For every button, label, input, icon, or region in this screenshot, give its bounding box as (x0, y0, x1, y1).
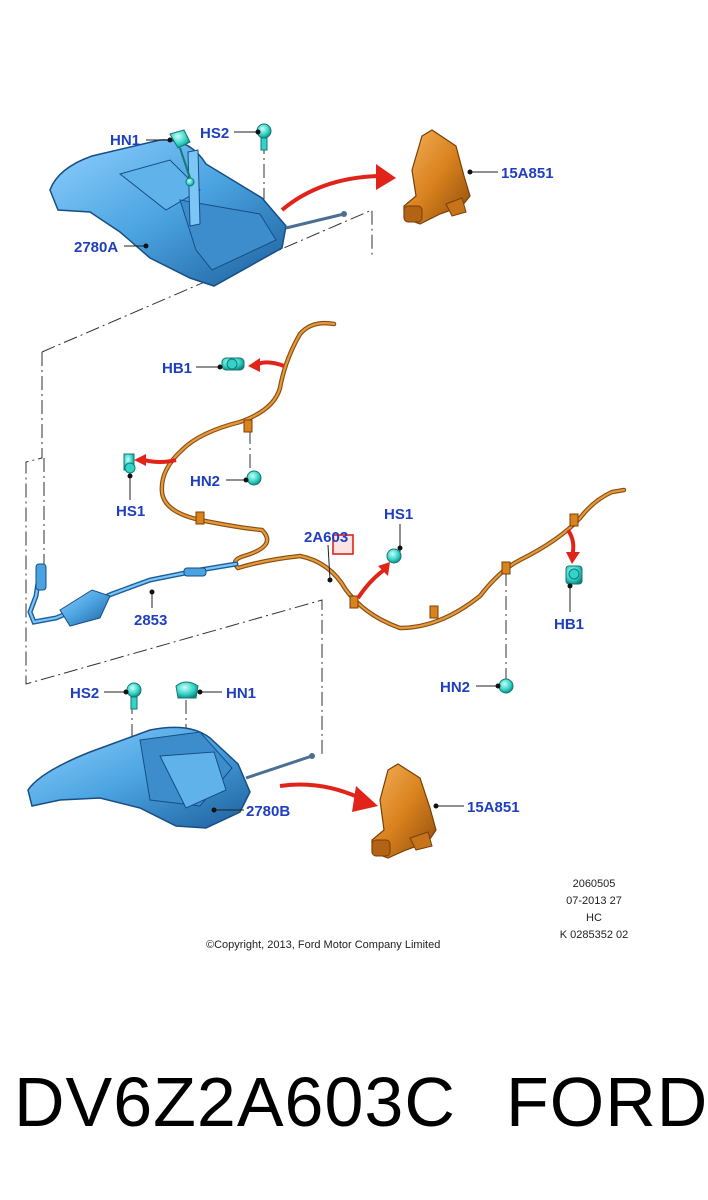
label-hn2-mid: HN2 (190, 473, 220, 490)
label-15a851-top: 15A851 (501, 165, 554, 182)
red-arrow-hs1-left (134, 454, 177, 466)
label-hn1-top: HN1 (110, 132, 140, 149)
red-arrow-top (280, 164, 396, 212)
label-hs2-top: HS2 (200, 125, 229, 142)
label-2853: 2853 (134, 612, 167, 629)
label-hn1-bottom: HN1 (226, 685, 256, 702)
fastener-hb1-right (565, 565, 583, 585)
red-arrow-bottom (279, 782, 378, 812)
label-2780a: 2780A (74, 239, 118, 256)
brand-caption: FORD (506, 1063, 708, 1141)
reference-line-4: K 0285352 02 (560, 929, 629, 941)
reference-line-2: 07-2013 27 (566, 895, 622, 907)
fastener-hs2-top (256, 123, 272, 151)
highlight-box (332, 534, 354, 555)
parking-brake-lever-2780a (49, 139, 347, 287)
copyright-notice: ©Copyright, 2013, Ford Motor Company Lim… (206, 939, 440, 951)
fastener-hs1-right (386, 548, 402, 564)
brake-cable-2853 (27, 561, 239, 627)
label-hb1-left: HB1 (162, 360, 192, 377)
label-hs2-bottom: HS2 (70, 685, 99, 702)
fastener-hs2-bottom (126, 682, 142, 710)
label-hs1-left: HS1 (116, 503, 145, 520)
part-number-caption: DV6Z2A603C (14, 1063, 456, 1141)
fastener-hs1-left (123, 453, 136, 474)
fastener-hb1-left (221, 357, 245, 371)
fastener-hn1-bottom (175, 681, 199, 699)
red-arrow-hb1-left (248, 358, 285, 372)
label-hn2-right: HN2 (440, 679, 470, 696)
reference-line-3: HC (586, 912, 602, 924)
leader-lines (104, 129, 573, 813)
brake-cable-2a603 (159, 320, 627, 631)
red-arrow-hs1-right (356, 562, 390, 600)
reference-line-1: 2060505 (573, 878, 616, 890)
label-2a603: 2A603 (304, 529, 348, 546)
parts-diagram: HN1 HS2 15A851 2780A HB1 HS1 HN2 2A603 H… (25, 123, 629, 951)
label-15a851-bottom: 15A851 (467, 799, 520, 816)
fastener-hn1-top (169, 129, 195, 187)
fastener-hn2-mid (246, 470, 262, 486)
parking-brake-lever-2780b (27, 726, 315, 829)
red-arrow-hb1-right (566, 528, 580, 564)
bracket-15a851-bottom (371, 763, 437, 859)
label-hb1-right: HB1 (554, 616, 584, 633)
fastener-hn2-right (498, 678, 514, 694)
label-hs1-right: HS1 (384, 506, 413, 523)
label-2780b: 2780B (246, 803, 290, 820)
bracket-15a851-top (403, 129, 471, 225)
